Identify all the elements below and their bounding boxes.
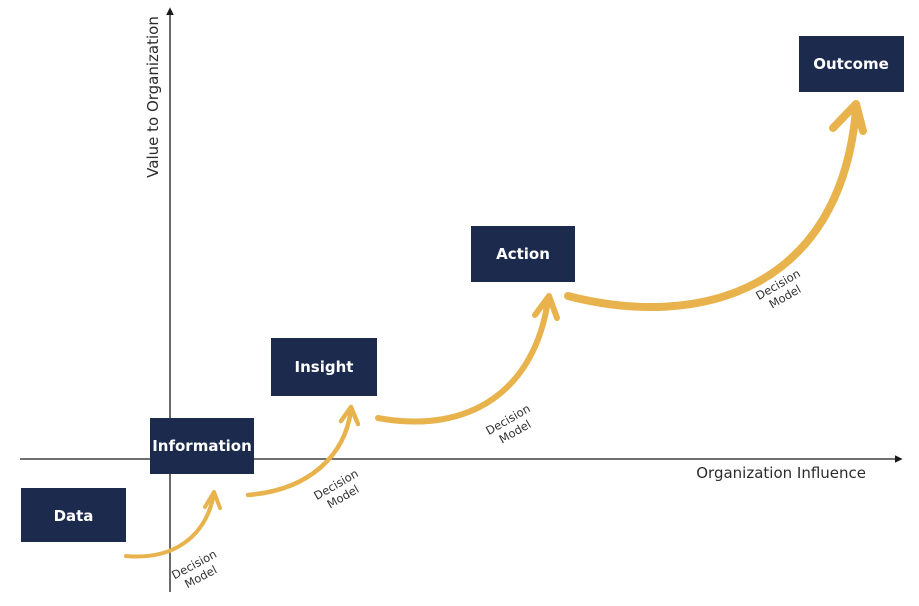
stage-information: Information <box>150 418 254 474</box>
arrow-insight-to-action-head <box>532 293 560 321</box>
stage-action-label: Action <box>496 245 550 263</box>
stage-data: Data <box>21 488 126 542</box>
y-axis-label: Value to Organization <box>144 16 162 178</box>
stage-outcome: Outcome <box>799 36 904 92</box>
stage-action-box <box>471 226 575 282</box>
stage-insight-box <box>271 338 377 396</box>
decision-model-label-3: Decision Model <box>483 401 533 446</box>
arrow-information-to-insight <box>245 407 354 498</box>
stage-insight: Insight <box>271 338 377 396</box>
decision-model-label-4: Decision Model <box>753 266 803 311</box>
arrow-action-to-outcome-head <box>829 100 867 135</box>
decision-arrows <box>124 100 867 559</box>
stage-information-label: Information <box>152 437 252 455</box>
stage-outcome-box <box>799 36 904 92</box>
arrow-insight-to-action <box>375 297 551 425</box>
arrow-data-to-information <box>124 492 216 559</box>
arrow-action-to-outcome <box>564 106 860 311</box>
x-axis-label: Organization Influence <box>696 464 866 482</box>
arrow-information-to-insight-head <box>338 404 361 427</box>
stage-information-box <box>150 418 254 474</box>
decision-model-label-2: Decision Model <box>311 466 361 511</box>
stage-data-label: Data <box>54 507 94 525</box>
stage-data-box <box>21 488 126 542</box>
stage-insight-label: Insight <box>295 358 354 376</box>
stage-action: Action <box>471 226 575 282</box>
stage-outcome-label: Outcome <box>813 55 889 73</box>
decision-model-label-1: Decision Model <box>169 547 219 591</box>
arrow-data-to-information-head <box>203 490 222 510</box>
